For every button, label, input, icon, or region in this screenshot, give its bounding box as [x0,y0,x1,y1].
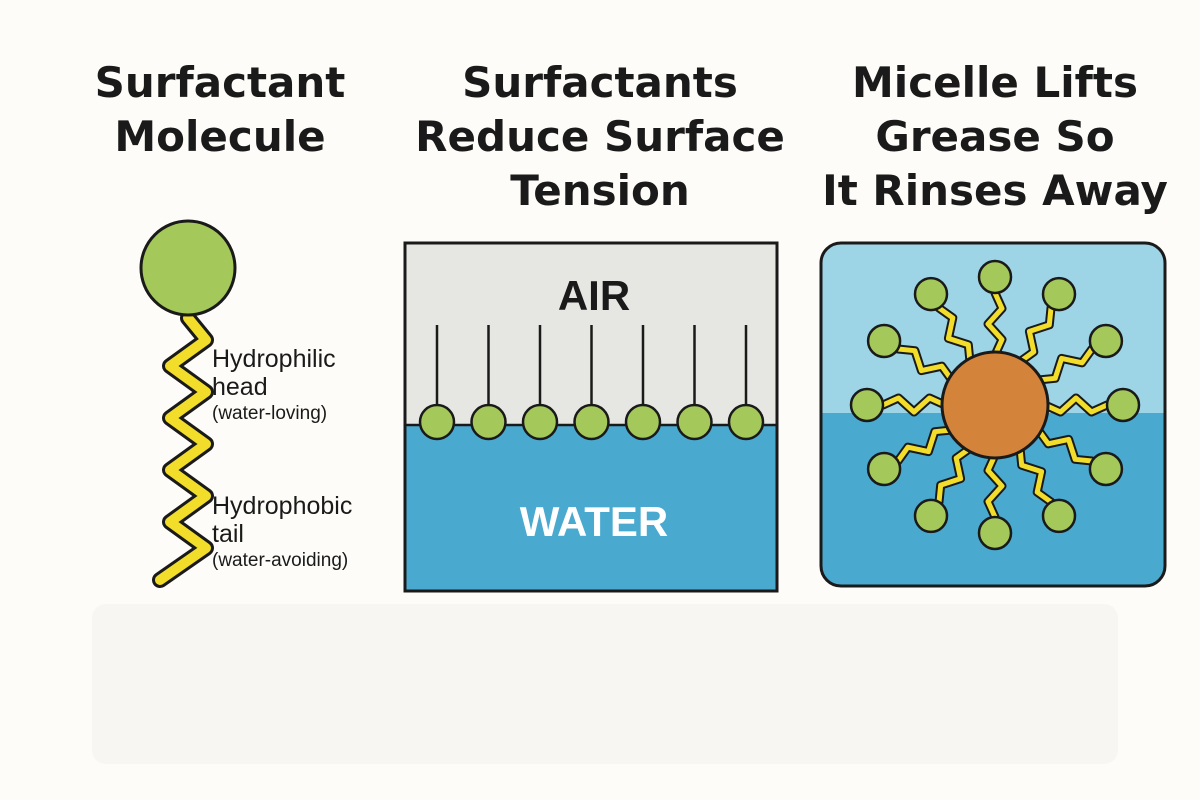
tail-label-line: tail [212,520,244,548]
head-note: (water-loving) [212,403,328,424]
air-label: AIR [558,272,630,319]
micelle-head [1041,498,1077,534]
tail-label-line: Hydrophobic [212,492,353,520]
head-label-line: head [212,373,268,401]
tail-label: Hydrophobic tail (water-avoiding) [212,492,352,574]
micelle-box-border [819,241,1167,588]
micelle-arm-tail [985,452,1005,520]
micelle-arm-tail [985,290,1005,358]
title-line: Micelle Lifts [852,58,1138,107]
head-label: Hydrophilic head (water-loving) [212,345,336,427]
micelle-head [1088,323,1124,359]
title-line: It Rinses Away [822,166,1168,215]
micelle-head [977,259,1013,295]
title-line: Surfactants [462,58,738,107]
micelle-arm-tail [880,395,948,415]
tension-box-border [403,241,779,593]
title-line: Grease So [875,112,1115,161]
micelle-head [866,323,902,359]
title-line: Tension [510,166,690,215]
micelle-arm-tail [1017,445,1054,505]
surfactant-head [470,403,507,441]
surfactant-molecule [139,219,237,588]
title-line: Surfactant [94,58,346,107]
head-label-line: Hydrophilic [212,345,336,373]
water-label: WATER [520,498,669,545]
hydrophobic-tail-fill [155,313,211,585]
micelle-surfactant-arms [849,259,1141,551]
surfactant-head [676,403,713,441]
micelle-head [866,451,902,487]
grease-droplet [940,350,1050,460]
micelle-head [1088,451,1124,487]
micelle-head [913,276,949,312]
surface-tension-panel-title: Surfactants Reduce Surface Tension [400,56,800,218]
surfactant-head [624,403,662,441]
micelle-head [1041,276,1077,312]
micelle-box [819,241,1167,588]
micelle-head [849,387,885,423]
micelle-panel-title: Micelle Lifts Grease So It Rinses Away [815,56,1175,218]
surface-tension-box: AIR WATER [403,241,779,593]
micelle-head [913,498,949,534]
surfactant-head [573,403,610,441]
footer-panel [92,604,1118,764]
micelle-arm-tail [1017,305,1054,365]
micelle-arm-tail [1035,346,1095,383]
micelle-arm-tail [1042,395,1110,415]
surfactant-head [727,403,765,441]
tail-note: (water-avoiding) [212,550,349,571]
micelle-arm-tail [895,427,955,464]
micelle-arm-tail [895,346,955,383]
hydrophilic-head [139,219,237,317]
micelle-head [1105,387,1141,423]
micelle-head [977,515,1013,551]
micelle-arm-tail [936,445,973,505]
title-line: Molecule [114,112,326,161]
surfactant-head [521,403,559,441]
title-line: Reduce Surface [415,112,785,161]
micelle-arm-tail [1035,427,1095,464]
molecule-panel-title: Surfactant Molecule [50,56,390,164]
water-region [405,425,777,591]
micelle-arm-tail [936,305,973,365]
surfactant-head [418,403,456,441]
surfactant-row [418,325,765,441]
